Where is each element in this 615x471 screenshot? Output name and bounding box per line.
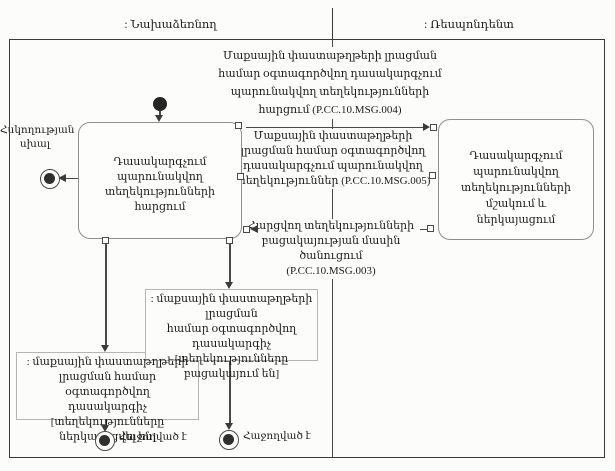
lane-header-respondent: : Ռեսպոնդենտ: [332, 8, 605, 40]
msg005-right-pin: [429, 172, 436, 179]
msg003-arrowhead: [250, 225, 258, 233]
initial-flow-line: [159, 110, 161, 116]
presented-final-arrowhead: [101, 425, 109, 432]
msg004-flow-arrowhead: [423, 123, 430, 131]
lane-header-initiator-label: : Նախաձեռնող: [124, 18, 217, 31]
initial-flow-arrowhead: [155, 115, 163, 122]
activity-request-info-label: Դասակարգչում պարունակվող տեղեկություններ…: [105, 156, 215, 213]
msg005-left-pin: [237, 173, 244, 180]
error-final-label: Հսկողության սխալ: [0, 125, 75, 150]
final-node-error: [40, 169, 60, 189]
request-in-pin: [430, 124, 437, 131]
final-node-error-core: [44, 173, 55, 184]
branch-absent-line: [229, 244, 231, 283]
object-node-absent: [145, 289, 318, 361]
output-pin-presented: [102, 237, 109, 244]
message-msg005-label: Մաքսային փաստաթղթերի լրացման համար օգտագ…: [233, 129, 433, 189]
object-node-absent-label: : մաքսային փաստաթղթերի լրացման համար օգտ…: [150, 293, 313, 380]
activity-request-info-box: [78, 122, 242, 239]
branch-absent-arrowhead: [225, 282, 233, 289]
final-node-success-right: [219, 430, 239, 450]
object-node-presented-label: : մաքսային փաստաթղթերի լրացման համար օգտ…: [26, 356, 189, 443]
branch-presented-arrowhead: [101, 345, 109, 352]
msg003-right-pin: [427, 225, 434, 232]
initial-node: [153, 97, 167, 111]
activity-process-info-label: Դասակարգչում պարունակվող տեղեկություններ…: [461, 150, 571, 226]
msg004-flow-line: [246, 127, 424, 128]
final-node-success-left: [95, 431, 115, 451]
msg003-stub-line: [420, 229, 427, 230]
absent-final-arrowhead: [225, 423, 233, 430]
branch-presented-line: [105, 244, 107, 345]
final-node-success-left-core: [99, 435, 110, 446]
output-pin-absent: [226, 237, 233, 244]
lane-header-respondent-label: : Ռեսպոնդենտ: [424, 18, 514, 31]
error-flow-arrowhead: [58, 174, 66, 182]
object-node-presented: [16, 352, 199, 420]
lane-header-initiator: : Նախաձեռնող: [9, 8, 332, 40]
error-flow-line: [64, 178, 78, 179]
success-right-label: Հաջողված է: [243, 431, 311, 442]
request-out-pin: [235, 122, 242, 129]
message-msg003-label: Հարցվող տեղեկությունների բացակայության մ…: [246, 219, 416, 279]
absent-final-line: [229, 361, 231, 424]
final-node-success-right-core: [223, 434, 234, 445]
activity-process-info-box: [438, 119, 594, 240]
message-msg004-label: Մաքսային փաստաթղթերի լրացման համար օգտագ…: [210, 47, 450, 119]
success-left-label: Հաջողված է: [119, 432, 187, 443]
msg003-left-pin: [243, 226, 250, 233]
presented-final-line: [105, 420, 107, 426]
